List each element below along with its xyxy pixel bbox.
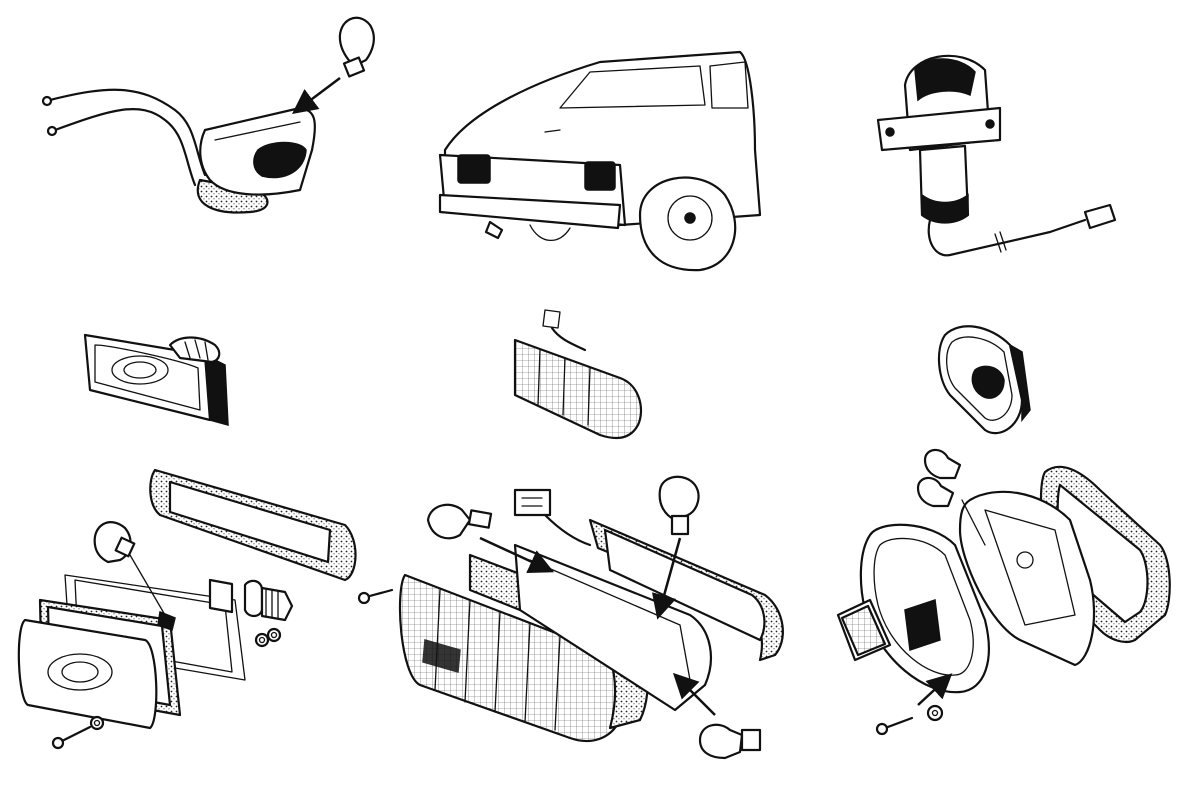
- front-indicator-lamp: [83, 333, 229, 427]
- car-rear-view: [438, 50, 762, 272]
- side-marker-exploded: [836, 448, 1171, 736]
- rear-combination-exploded: [357, 475, 784, 760]
- rear-combination-lamp: [513, 309, 643, 440]
- reversing-lamp-assembly: [876, 54, 1117, 257]
- side-marker-lamp: [937, 325, 1031, 435]
- front-indicator-exploded: [17, 468, 357, 750]
- number-plate-lamp-assembly: [41, 16, 375, 214]
